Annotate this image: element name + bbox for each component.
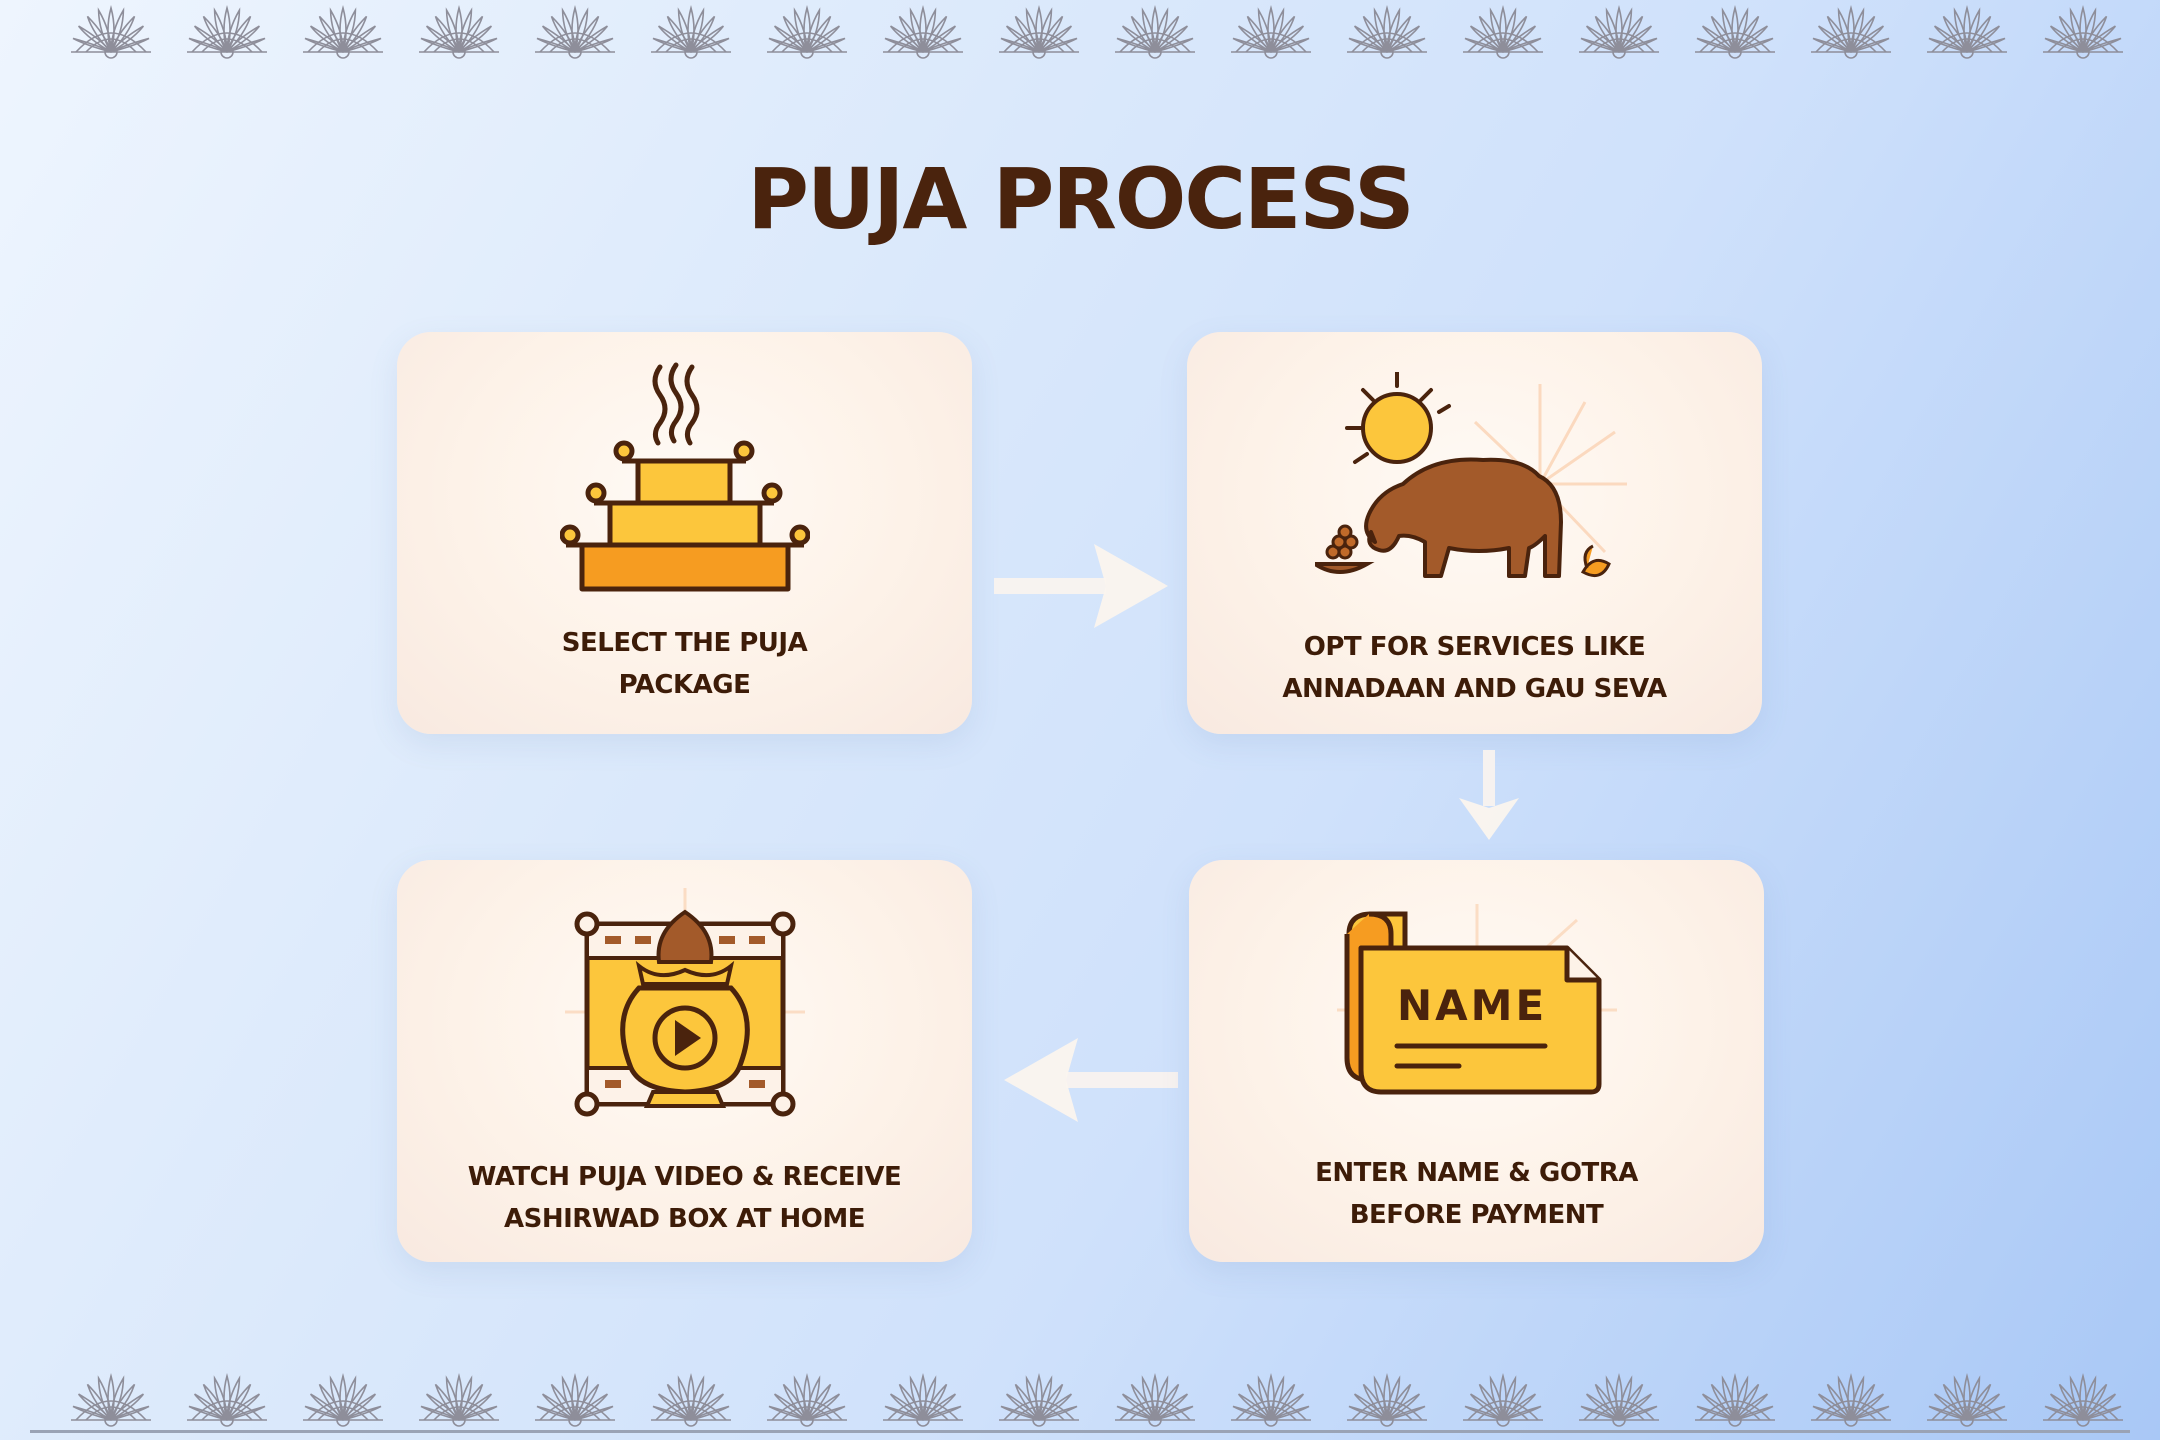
mandala-ornament-icon (2032, 0, 2134, 64)
arrow-right-icon (994, 544, 1168, 628)
mandala-ornament-icon (2032, 1362, 2134, 1432)
name-scroll-icon: NAME (1189, 900, 1764, 1110)
mandala-ornament-icon (60, 1362, 162, 1432)
arrow-down-icon (1459, 750, 1519, 840)
mandala-ornament-icon (1568, 1362, 1670, 1432)
mandala-ornament-icon (1104, 0, 1206, 64)
mandala-ornament-icon (524, 0, 626, 64)
mandala-ornament-icon (988, 0, 1090, 64)
kalash-video-icon (397, 882, 972, 1122)
mandala-ornament-icon (408, 1362, 510, 1432)
altar-icon (397, 357, 972, 597)
top-mandala-border (60, 0, 2140, 64)
mandala-ornament-icon (988, 1362, 1090, 1432)
cow-sun-icon (1187, 372, 1762, 592)
mandala-ornament-icon (1800, 1362, 1902, 1432)
mandala-ornament-icon (292, 1362, 394, 1432)
mandala-ornament-icon (292, 0, 394, 64)
mandala-ornament-icon (1336, 0, 1438, 64)
mandala-ornament-icon (1568, 0, 1670, 64)
mandala-ornament-icon (1916, 0, 2018, 64)
mandala-ornament-icon (640, 0, 742, 64)
bottom-divider (30, 1430, 2130, 1433)
mandala-ornament-icon (872, 1362, 974, 1432)
mandala-ornament-icon (756, 1362, 858, 1432)
mandala-ornament-icon (640, 1362, 742, 1432)
mandala-ornament-icon (1220, 1362, 1322, 1432)
mandala-ornament-icon (1220, 0, 1322, 64)
mandala-ornament-icon (872, 0, 974, 64)
mandala-ornament-icon (524, 1362, 626, 1432)
mandala-ornament-icon (408, 0, 510, 64)
mandala-ornament-icon (60, 0, 162, 64)
mandala-ornament-icon (1104, 1362, 1206, 1432)
mandala-ornament-icon (176, 1362, 278, 1432)
mandala-ornament-icon (1684, 1362, 1786, 1432)
mandala-ornament-icon (1336, 1362, 1438, 1432)
mandala-ornament-icon (1452, 1362, 1554, 1432)
mandala-ornament-icon (1800, 0, 1902, 64)
mandala-ornament-icon (1916, 1362, 2018, 1432)
mandala-ornament-icon (756, 0, 858, 64)
mandala-ornament-icon (176, 0, 278, 64)
scroll-name-text: NAME (1397, 981, 1547, 1030)
mandala-ornament-icon (1452, 0, 1554, 64)
bottom-mandala-border (60, 1362, 2140, 1432)
page-title: PUJA PROCESS (747, 150, 1414, 248)
mandala-ornament-icon (1684, 0, 1786, 64)
arrow-left-icon (1004, 1038, 1178, 1122)
